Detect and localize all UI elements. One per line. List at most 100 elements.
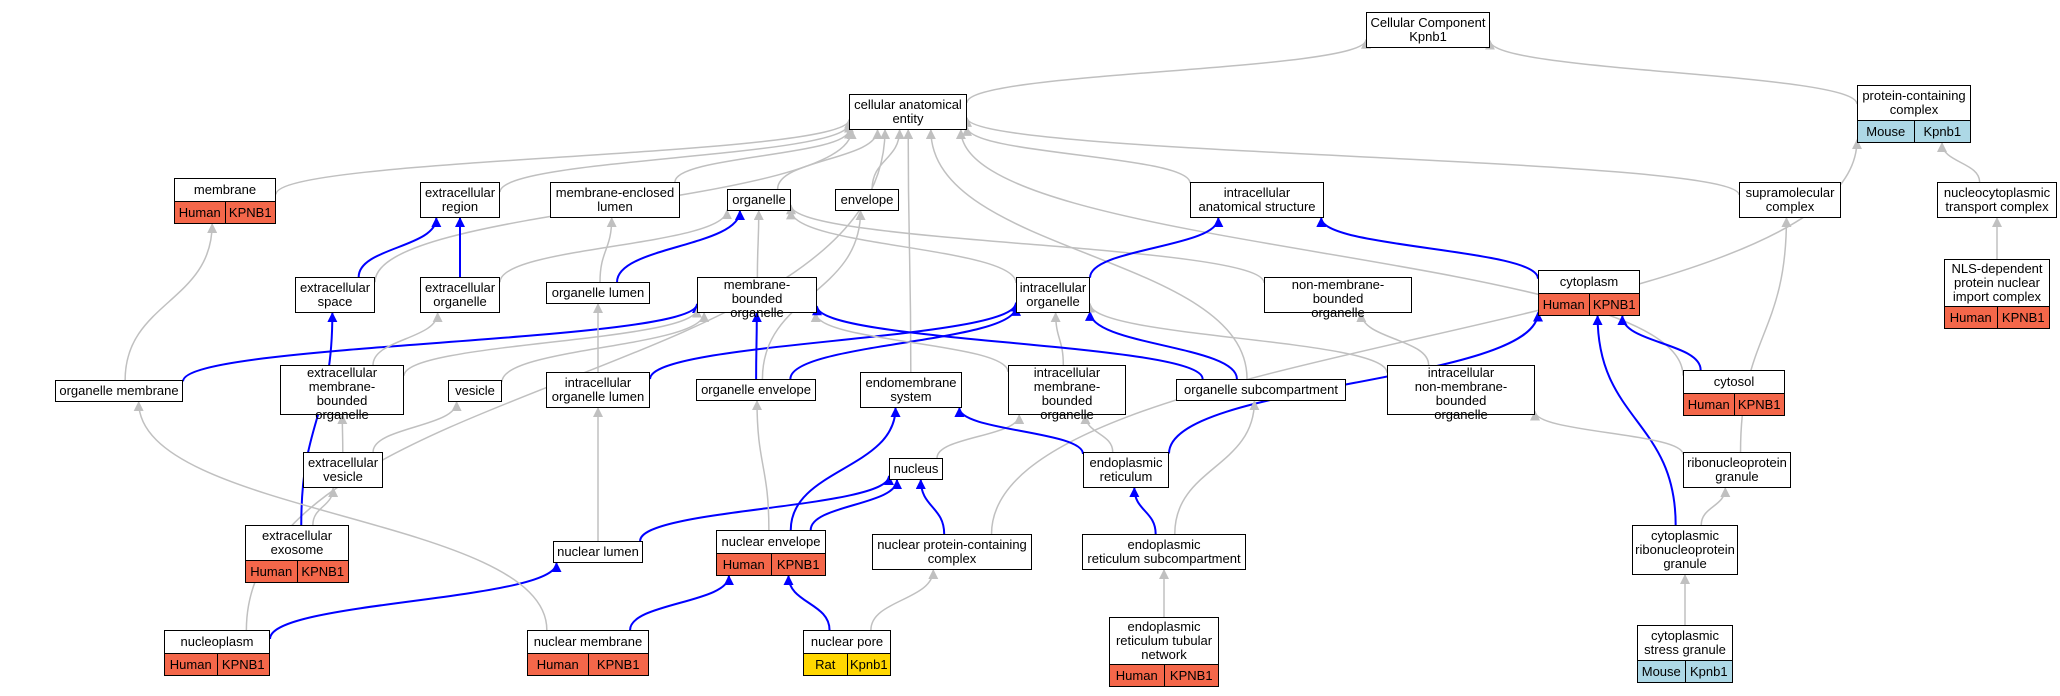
edge-orgmem-to-mbo — [182, 303, 702, 382]
node-label: cytosol — [1713, 374, 1755, 389]
node-label: vesicle — [455, 383, 495, 398]
node-nuclumen[interactable]: nuclear lumen — [553, 541, 643, 563]
node-ersub[interactable]: endoplasmic reticulum subcompartment — [1082, 534, 1246, 570]
node-npcc[interactable]: nuclear protein-containing complex — [872, 534, 1032, 570]
node-orgenv[interactable]: organelle envelope — [696, 379, 816, 401]
node-label: ribonucleoprotein granule — [1687, 455, 1787, 484]
gene-cell: KPNB1 — [770, 554, 826, 575]
gene-cell: Kpnb1 — [1913, 121, 1971, 142]
species-cell: Human — [1949, 310, 1992, 325]
node-label: protein-containing complex — [1862, 88, 1966, 117]
edge-rnpg-to-inmbo — [1530, 410, 1684, 455]
node-cae[interactable]: cellular anatomical entity — [849, 94, 967, 130]
node-nmbo[interactable]: non-membrane-bounded organelle — [1264, 277, 1412, 320]
edge-intorg-to-ias — [1089, 217, 1224, 278]
edge-inmbo-to-intorg — [1085, 302, 1388, 373]
edge-crnpg-to-rnpg — [1700, 487, 1731, 526]
edge-ersub-to-orgsub — [1174, 400, 1260, 535]
node-nls[interactable]: NLS-dependent protein nuclear import com… — [1944, 259, 2050, 329]
edge-ias-to-cae — [962, 125, 1191, 184]
node-label: organelle lumen — [551, 285, 645, 300]
node-embo[interactable]: extracellular membrane-bounded organelle — [280, 365, 404, 422]
node-imbo[interactable]: intracellular membrane-bounded organelle — [1008, 365, 1126, 422]
edge-orgsub-to-cae — [925, 129, 1248, 380]
gene-cell: KPNB1 — [1588, 294, 1640, 315]
edge-er-to-imbo — [1080, 414, 1114, 453]
node-intorg[interactable]: intracellular organelle — [1016, 277, 1090, 313]
edge-embo-to-extorg — [372, 312, 443, 366]
node-root[interactable]: Cellular Component Kpnb1 — [1366, 12, 1490, 48]
edge-er-to-endosys — [954, 407, 1084, 455]
edge-orgenv-to-mbo — [751, 312, 762, 380]
node-label: organelle envelope — [701, 382, 811, 397]
node-label: intracellular organelle lumen — [551, 375, 645, 404]
node-mbo[interactable]: membrane-bounded organelle — [697, 277, 817, 320]
node-label: endomembrane system — [865, 375, 957, 404]
node-vesicle[interactable]: vesicle — [448, 380, 502, 402]
annotation-row: Human KPNB1 — [717, 553, 825, 575]
node-extreg[interactable]: extracellular region — [420, 182, 500, 218]
edge-nucmem-to-orgmem — [133, 401, 548, 631]
species-cell: Human — [250, 564, 293, 579]
node-ias[interactable]: intracellular anatomical structure — [1190, 182, 1324, 218]
species-cell: Human — [722, 557, 765, 572]
edge-cytosol-to-cae — [955, 129, 1684, 376]
node-label: intracellular membrane-bounded organelle — [1033, 365, 1101, 422]
node-extves[interactable]: extracellular vesicle — [303, 452, 383, 488]
node-inmbo[interactable]: intracellular non-membrane-bounded organ… — [1387, 365, 1535, 422]
node-label: nucleocytoplasmic transport complex — [1943, 185, 2051, 214]
edge-endosys-to-cae — [903, 129, 914, 373]
edge-imbo-to-mbo — [810, 312, 1009, 373]
node-rnpg[interactable]: ribonucleoprotein granule — [1683, 452, 1791, 488]
edge-nuclumen-to-nucleus — [639, 475, 894, 542]
edge-envelope-to-cae — [871, 129, 905, 190]
node-label: cellular anatomical entity — [854, 97, 962, 126]
edge-orglumen-to-mel — [599, 217, 617, 283]
node-orglumen[interactable]: organelle lumen — [546, 282, 650, 304]
node-organelle[interactable]: organelle — [727, 189, 791, 211]
node-label: Cellular Component Kpnb1 — [1370, 15, 1486, 44]
node-label: cytoplasm — [1559, 274, 1619, 289]
node-extorg[interactable]: extracellular organelle — [420, 277, 500, 313]
node-label: non-membrane-bounded organelle — [1291, 277, 1385, 320]
gene-cell: KPNB1 — [587, 654, 649, 675]
node-label: extracellular exosome — [261, 528, 333, 557]
node-label: intracellular organelle — [1019, 280, 1087, 309]
edge-cae-to-root — [966, 38, 1371, 103]
node-label: intracellular non-membrane-bounded organ… — [1414, 365, 1508, 422]
edge-nucpore-to-nucenv — [783, 575, 831, 631]
node-envelope[interactable]: envelope — [835, 189, 899, 211]
node-iol[interactable]: intracellular organelle lumen — [546, 372, 650, 408]
gene-cell: KPNB1 — [224, 202, 276, 223]
node-extspace[interactable]: extracellular space — [295, 277, 375, 313]
node-crnpg[interactable]: cytoplasmic ribonucleoprotein granule — [1632, 525, 1738, 575]
node-mel[interactable]: membrane-enclosed lumen — [550, 182, 680, 218]
node-endosys[interactable]: endomembrane system — [860, 372, 962, 408]
node-orgmem[interactable]: organelle membrane — [55, 380, 183, 402]
node-ncytc[interactable]: nucleocytoplasmic transport complex — [1937, 182, 2057, 218]
edge-er-to-cytoplasm — [1168, 311, 1543, 454]
node-er[interactable]: endoplasmic reticulum — [1083, 452, 1169, 488]
node-nucleus[interactable]: nucleus — [889, 458, 943, 480]
node-supra[interactable]: supramolecular complex — [1739, 182, 1841, 218]
gene-cell: Kpnb1 — [846, 654, 891, 675]
node-orgsub[interactable]: organelle subcompartment — [1176, 379, 1346, 401]
edge-extorg-to-organelle — [499, 209, 732, 283]
edge-membrane-to-cae — [275, 118, 854, 195]
node-label: endoplasmic reticulum — [1089, 455, 1163, 484]
